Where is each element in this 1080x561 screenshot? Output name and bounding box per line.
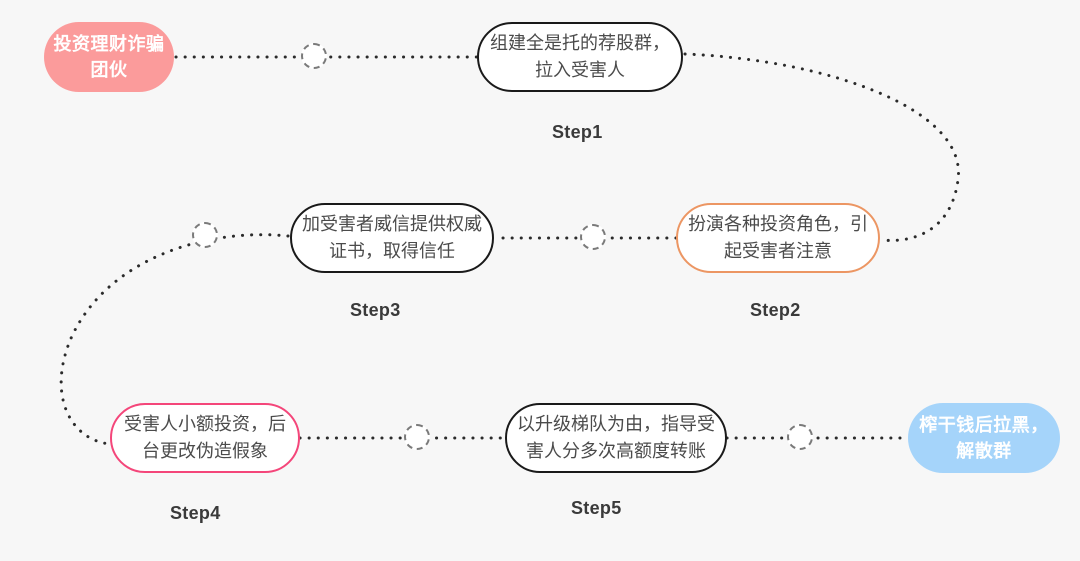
marker-step5-end bbox=[787, 424, 813, 450]
node-step5[interactable]: 以升级梯队为由，指导受 害人分多次高额度转账 bbox=[505, 403, 727, 473]
label-step4: Step4 bbox=[170, 503, 221, 523]
node-start-label: 投资理财诈骗 团伙 bbox=[53, 33, 165, 80]
node-step2[interactable]: 扮演各种投资角色，引 起受害者注意 bbox=[676, 203, 880, 273]
node-step3-label: 加受害者威信提供权威 证书，取得信任 bbox=[302, 214, 482, 261]
label-step1: Step1 bbox=[552, 122, 603, 142]
marker-step4-step3 bbox=[192, 222, 218, 248]
node-end[interactable]: 榨干钱后拉黑， 解散群 bbox=[908, 403, 1060, 473]
label-step5: Step5 bbox=[571, 498, 622, 518]
label-step3: Step3 bbox=[350, 300, 401, 320]
node-end-label: 榨干钱后拉黑， 解散群 bbox=[919, 414, 1049, 461]
node-step3[interactable]: 加受害者威信提供权威 证书，取得信任 bbox=[290, 203, 494, 273]
node-step5-label: 以升级梯队为由，指导受 害人分多次高额度转账 bbox=[517, 414, 715, 461]
node-start[interactable]: 投资理财诈骗 团伙 bbox=[44, 22, 174, 92]
node-step2-label: 扮演各种投资角色，引 起受害者注意 bbox=[688, 214, 868, 261]
marker-step4-step5 bbox=[404, 424, 430, 450]
node-step1-label: 组建全是托的荐股群， 拉入受害人 bbox=[490, 33, 670, 80]
marker-start-step1 bbox=[301, 43, 327, 69]
node-step4[interactable]: 受害人小额投资，后 台更改伪造假象 bbox=[110, 403, 300, 473]
node-step4-label: 受害人小额投资，后 台更改伪造假象 bbox=[124, 414, 286, 461]
node-step1[interactable]: 组建全是托的荐股群， 拉入受害人 bbox=[477, 22, 683, 92]
marker-step3-step2 bbox=[580, 224, 606, 250]
label-step2: Step2 bbox=[750, 300, 801, 320]
